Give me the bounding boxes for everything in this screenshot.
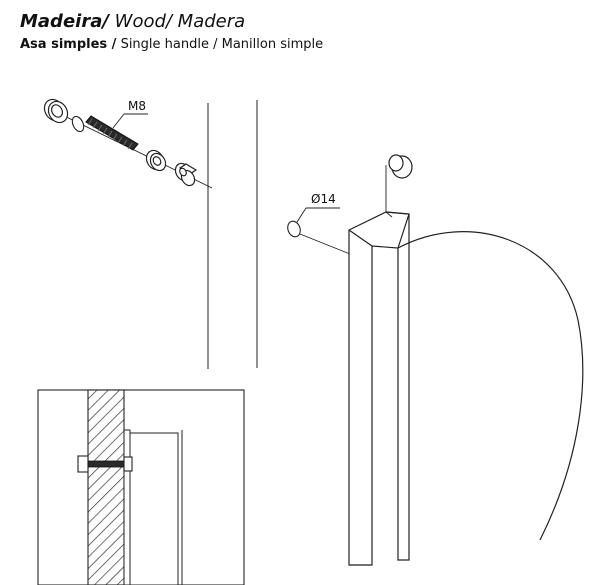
section-detail	[37, 389, 245, 585]
diameter-label: Ø14	[311, 192, 336, 206]
subtitle-secondary: Single handle / Manillon simple	[116, 37, 324, 52]
diameter-leader-pointer	[296, 207, 307, 223]
handle-profile	[348, 211, 410, 566]
glass-edge	[123, 429, 131, 585]
threaded-bolt	[85, 115, 139, 151]
title-primary: Madeira/	[20, 11, 109, 32]
hole-marker	[287, 220, 301, 238]
bolt-leader-pointer	[112, 113, 125, 129]
washer	[71, 115, 85, 133]
handle-top-cap	[388, 154, 413, 179]
wood-panel-edges	[207, 100, 258, 369]
section-bolt	[77, 455, 133, 473]
subtitle-primary: Asa simples /	[20, 37, 117, 52]
nut	[145, 149, 167, 172]
handle-section	[129, 432, 179, 585]
hole-axis-line	[299, 233, 351, 255]
cap-knob	[43, 98, 69, 124]
wood-cross-section	[87, 389, 125, 585]
page-title: Madeira/ Wood/ Madera	[20, 11, 245, 32]
page-subtitle: Asa simples / Single handle / Manillon s…	[20, 37, 323, 52]
door-swing-arc	[397, 231, 584, 541]
sleeve-bushing	[174, 162, 198, 187]
title-secondary: Wood/ Madera	[108, 11, 246, 32]
bolt-size-label: M8	[128, 99, 146, 113]
